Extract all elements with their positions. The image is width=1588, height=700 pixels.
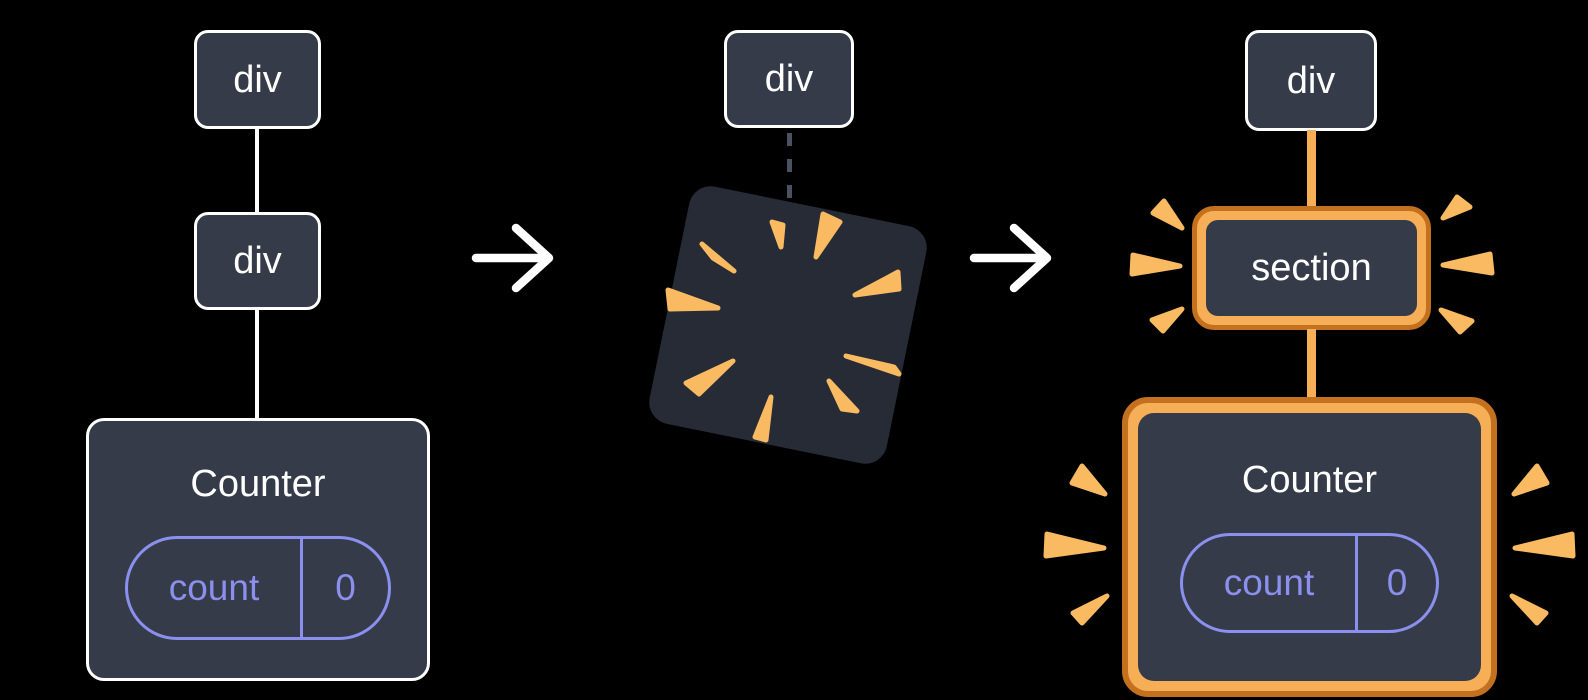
- spark: [813, 211, 843, 260]
- spark: [769, 219, 786, 250]
- tree-node-div-transition: div: [724, 30, 854, 128]
- spark: [1512, 531, 1576, 559]
- spark: [752, 394, 774, 443]
- spark: [1069, 463, 1108, 497]
- state-name: count: [1183, 536, 1358, 630]
- spark: [665, 287, 721, 312]
- state-name: count: [128, 539, 303, 637]
- node-label: div: [233, 58, 282, 101]
- poof-square: [649, 186, 927, 464]
- node-label: section: [1206, 220, 1417, 316]
- state-value: 0: [335, 567, 356, 608]
- right-arrow-icon: [471, 223, 554, 293]
- counter-title: Counter: [1241, 459, 1378, 501]
- node-label: div: [233, 240, 282, 282]
- spark: [1149, 306, 1185, 334]
- right-arrow-icon: [969, 223, 1052, 293]
- tree-node-div-root-before: div: [194, 30, 321, 129]
- counter-card-after: Counter count 0: [1122, 397, 1497, 697]
- tree-edge: [255, 128, 259, 214]
- poof-burst-icon: [649, 186, 927, 464]
- spark: [852, 269, 902, 298]
- tree-node-div-root-after: div: [1245, 30, 1377, 131]
- spark: [1129, 252, 1183, 277]
- spark: [1438, 307, 1475, 335]
- tree-node-div-child-before: div: [194, 212, 321, 310]
- state-value: 0: [1386, 562, 1408, 603]
- spark: [826, 378, 860, 414]
- tree-edge: [255, 309, 259, 419]
- spark: [1509, 593, 1549, 626]
- counter-title: Counter: [190, 463, 326, 505]
- spark: [683, 358, 736, 397]
- node-label: div: [764, 58, 814, 100]
- section-node: section: [1192, 206, 1431, 330]
- spark: [699, 241, 737, 274]
- spark: [1150, 198, 1185, 231]
- spark: [1440, 251, 1495, 276]
- tree-edge-highlight: [1307, 130, 1316, 207]
- spark: [843, 353, 902, 377]
- spark: [1043, 531, 1107, 559]
- counter-card-before: Counter count 0: [86, 418, 430, 681]
- state-pill: count 0: [1180, 533, 1439, 633]
- dashed-edge: [787, 133, 792, 207]
- spark: [1440, 194, 1473, 221]
- tree-edge-highlight: [1307, 329, 1316, 398]
- spark: [1070, 593, 1110, 626]
- spark: [1511, 463, 1550, 497]
- state-pill: count 0: [125, 536, 391, 640]
- node-label: div: [1286, 59, 1336, 102]
